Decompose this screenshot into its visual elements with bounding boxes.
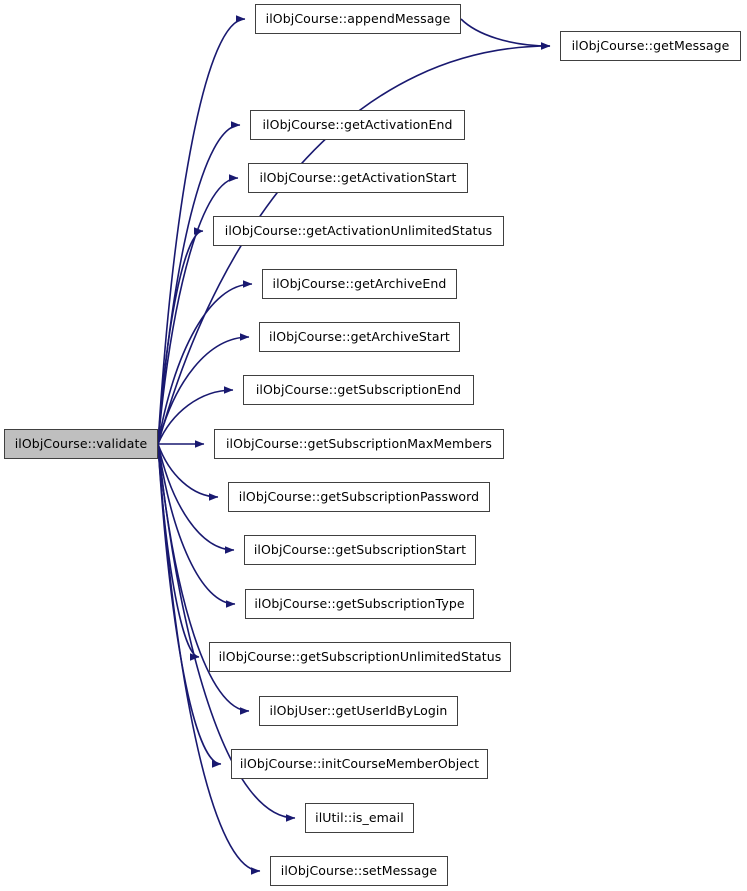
node-get-user-id-by-login[interactable]: ilObjUser::getUserIdByLogin xyxy=(259,696,458,726)
node-label: ilObjCourse::setMessage xyxy=(280,862,438,878)
node-label: ilObjUser::getUserIdByLogin xyxy=(269,702,448,718)
node-get-activation-start[interactable]: ilObjCourse::getActivationStart xyxy=(248,163,468,193)
node-get-archive-end[interactable]: ilObjCourse::getArchiveEnd xyxy=(262,269,457,299)
node-label: ilObjCourse::getActivationEnd xyxy=(262,116,453,132)
edge-validate-to-getSubscriptionType xyxy=(157,443,236,608)
node-get-subscription-type[interactable]: ilObjCourse::getSubscriptionType xyxy=(245,589,474,619)
node-get-subscription-start[interactable]: ilObjCourse::getSubscriptionStart xyxy=(244,535,476,565)
node-get-subscription-max-members[interactable]: ilObjCourse::getSubscriptionMaxMembers xyxy=(214,429,504,459)
edge-validate-to-getSubscriptionUnlimitedStatus xyxy=(157,443,200,661)
edge-validate-to-getArchiveStart xyxy=(157,333,250,445)
node-label: ilObjCourse::getArchiveEnd xyxy=(272,275,447,291)
node-label: ilObjCourse::getSubscriptionStart xyxy=(253,541,467,557)
node-label: ilObjCourse::validate xyxy=(14,435,148,451)
edge-validate-to-initCourseMemberObject xyxy=(157,443,222,768)
node-get-activation-unlimited-status[interactable]: ilObjCourse::getActivationUnlimitedStatu… xyxy=(213,216,504,246)
node-label: ilUtil::is_email xyxy=(315,809,404,825)
node-get-subscription-password[interactable]: ilObjCourse::getSubscriptionPassword xyxy=(228,482,490,512)
node-set-message[interactable]: ilObjCourse::setMessage xyxy=(270,856,448,886)
edge-validate-to-getSubscriptionStart xyxy=(157,443,235,554)
edge-validate-to-getArchiveEnd xyxy=(157,280,253,445)
node-label: ilObjCourse::getSubscriptionType xyxy=(254,595,465,611)
edge-validate-to-getSubscriptionPassword xyxy=(157,443,219,501)
node-label: ilObjCourse::getActivationUnlimitedStatu… xyxy=(224,222,493,238)
node-get-subscription-end[interactable]: ilObjCourse::getSubscriptionEnd xyxy=(243,375,474,405)
node-label: ilObjCourse::getArchiveStart xyxy=(269,328,450,344)
node-label: ilObjCourse::appendMessage xyxy=(265,10,451,26)
node-label: ilObjCourse::getSubscriptionPassword xyxy=(238,488,480,504)
node-is-email[interactable]: ilUtil::is_email xyxy=(305,803,414,833)
edge-appendMessage-to-getMessage xyxy=(460,18,551,50)
node-append-message[interactable]: ilObjCourse::appendMessage xyxy=(255,4,461,34)
node-label: ilObjCourse::getMessage xyxy=(571,37,730,53)
node-get-message[interactable]: ilObjCourse::getMessage xyxy=(560,31,741,61)
node-label: ilObjCourse::initCourseMemberObject xyxy=(239,755,480,771)
node-init-course-member-object[interactable]: ilObjCourse::initCourseMemberObject xyxy=(231,749,488,779)
node-label: ilObjCourse::getSubscriptionMaxMembers xyxy=(225,435,493,451)
node-get-activation-end[interactable]: ilObjCourse::getActivationEnd xyxy=(250,110,465,140)
node-get-archive-start[interactable]: ilObjCourse::getArchiveStart xyxy=(259,322,460,352)
node-label: ilObjCourse::getSubscriptionEnd xyxy=(255,381,462,397)
edge-validate-to-getActivationUnlimitedStatus xyxy=(157,227,204,445)
edge-validate-to-getActivationEnd xyxy=(157,121,241,445)
node-label: ilObjCourse::getActivationStart xyxy=(259,169,457,185)
node-get-subscription-unlimited-status[interactable]: ilObjCourse::getSubscriptionUnlimitedSta… xyxy=(209,642,511,672)
node-validate[interactable]: ilObjCourse::validate xyxy=(4,429,158,459)
node-label: ilObjCourse::getSubscriptionUnlimitedSta… xyxy=(218,648,502,664)
